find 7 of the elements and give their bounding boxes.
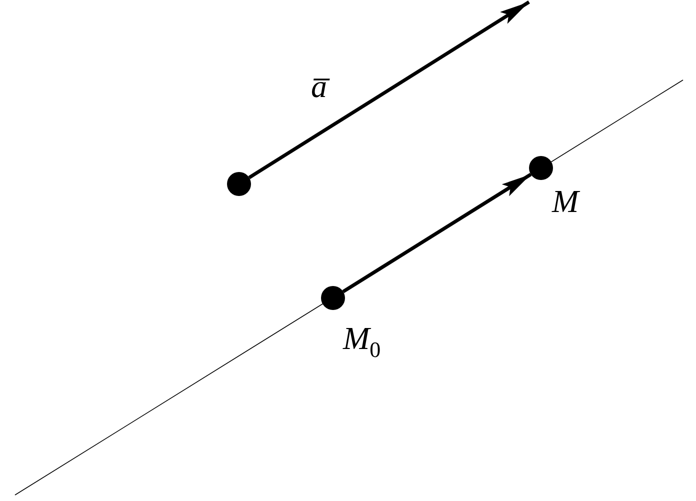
point-dot xyxy=(227,172,251,196)
point-dot xyxy=(529,156,553,180)
arrow xyxy=(248,0,530,180)
point-dot xyxy=(321,286,345,310)
arrow xyxy=(342,172,532,294)
point-label: M xyxy=(552,185,579,217)
point-label: M$_{0}$ xyxy=(343,322,381,361)
